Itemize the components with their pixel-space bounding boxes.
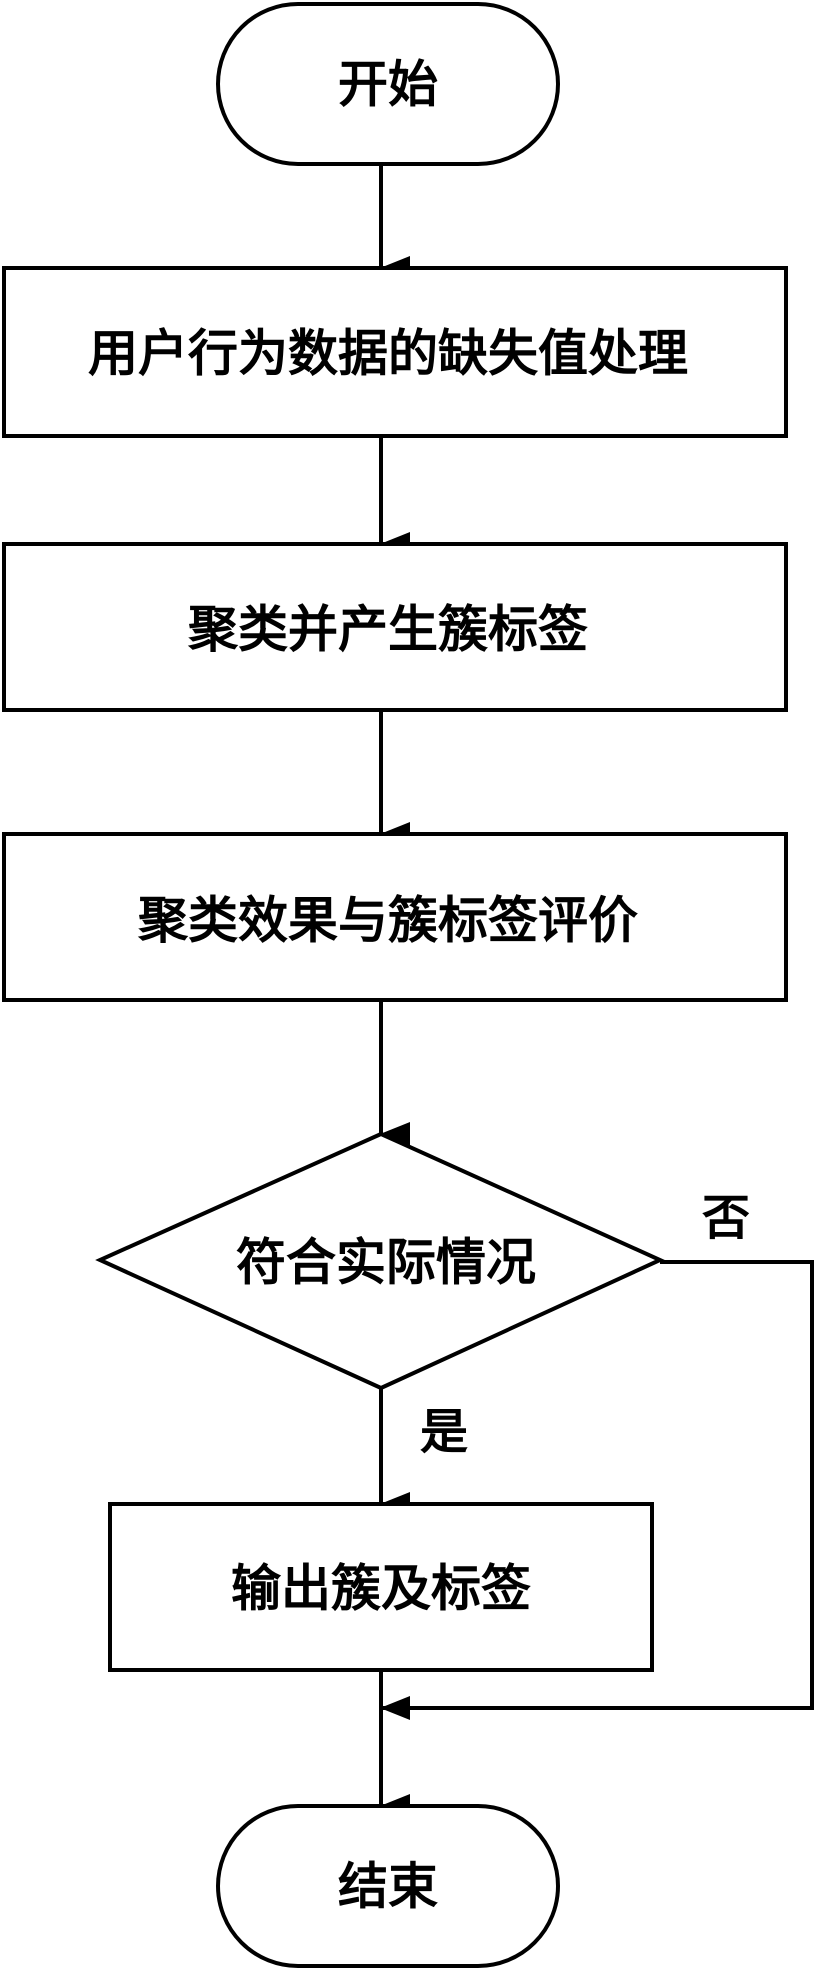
- decision-node-label: 符合实际情况: [236, 1233, 536, 1292]
- end-node-shape: [216, 1804, 560, 1968]
- step2-node-label: 聚类并产生簇标签: [187, 600, 588, 659]
- step1-node-label: 用户行为数据的缺失值处理: [88, 324, 688, 383]
- step3-node-shape: [2, 832, 788, 1002]
- end-node: 结束: [216, 1804, 560, 1968]
- step3-node-label: 聚类效果与簇标签评价: [137, 891, 638, 950]
- step2-node: 聚类并产生簇标签: [2, 542, 788, 712]
- no-branch-label: 否: [702, 1190, 750, 1246]
- step1-node: 用户行为数据的缺失值处理: [2, 266, 788, 438]
- step3-node: 聚类效果与簇标签评价: [2, 832, 788, 1002]
- start-node: 开始: [216, 2, 560, 166]
- output-node-shape: [108, 1502, 654, 1672]
- output-node: 输出簇及标签: [108, 1502, 654, 1672]
- edge-decision-no-branch: [380, 1260, 814, 1720]
- end-node-label: 结束: [338, 1857, 438, 1916]
- decision-node: 符合实际情况: [95, 1131, 665, 1391]
- start-node-shape: [216, 2, 560, 166]
- step1-node-shape: [2, 266, 788, 438]
- output-node-label: 输出簇及标签: [231, 1559, 531, 1618]
- yes-branch-label: 是: [420, 1404, 468, 1460]
- step2-node-shape: [2, 542, 788, 712]
- start-node-label: 开始: [338, 55, 438, 114]
